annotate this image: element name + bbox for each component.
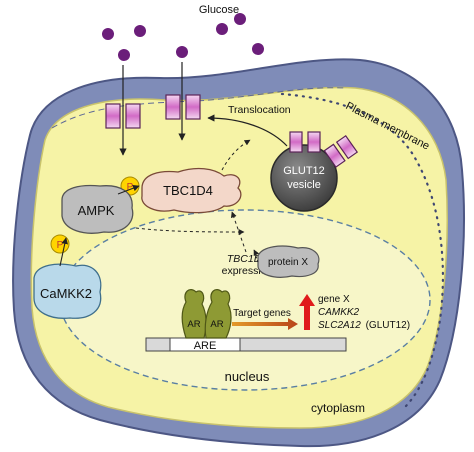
membrane-dots <box>280 92 444 412</box>
ar-label-right: AR <box>210 319 223 330</box>
expression-to-tbc1d4-arrow <box>230 211 247 253</box>
camkk2-label: CaMKK2 <box>40 286 92 301</box>
glut12-transporter-1 <box>105 103 141 129</box>
membrane-inner-dashes <box>51 87 346 129</box>
vesicle-transporters <box>289 131 359 168</box>
protein-x <box>257 245 320 278</box>
are-label: ARE <box>194 340 217 352</box>
glut12-paren-label: (GLUT12) <box>366 320 410 331</box>
translocation-arrow <box>207 114 288 147</box>
tbc1d4-protein <box>141 167 242 214</box>
tbc1d4-to-translocation-arrow <box>221 139 251 171</box>
ampk-to-nucleus-arrow <box>135 227 245 235</box>
gene-x-label: gene X <box>318 294 350 305</box>
ar-dimer <box>181 289 232 339</box>
camkk2-to-ampk-arrow <box>59 237 68 267</box>
camkk2-gene-label: CAMKK2 <box>318 307 360 318</box>
cytoplasm-label: cytoplasm <box>311 401 365 415</box>
glucose-label: Glucose <box>199 4 239 16</box>
are-element <box>169 337 241 352</box>
tbc1d4-label: TBC1D4 <box>163 183 213 198</box>
ampk-label: AMPK <box>78 203 115 218</box>
target-genes-arrow <box>232 318 298 330</box>
ampk-phospho-label: P <box>57 240 64 251</box>
glut12-vesicle-label-line1: GLUT12 <box>283 165 325 177</box>
ampk-protein <box>61 184 134 234</box>
protein-x-label: protein X <box>268 257 308 268</box>
glucose-molecules <box>102 13 264 61</box>
ar-label-left: AR <box>187 319 200 330</box>
nucleus-label: nucleus <box>225 369 270 384</box>
glut12-vesicle <box>270 144 338 212</box>
slc2a12-gene-line: SLC2A12 (GLUT12) <box>318 320 410 331</box>
translocation-label: Translocation <box>228 104 291 116</box>
glut12-vesicle-label-line2: vesicle <box>287 179 321 191</box>
nucleus <box>59 209 431 391</box>
protein-x-to-expression-arrow <box>253 249 260 263</box>
target-genes-label: Target genes <box>233 308 291 319</box>
slc2a12-gene-label: SLC2A12 <box>318 320 361 331</box>
gene-x-text: gene X <box>318 294 350 305</box>
camkk2-protein <box>33 263 102 319</box>
glut12-transporter-2 <box>165 94 201 120</box>
tbc1d4-phospho-label: P <box>127 182 134 193</box>
ampk-to-tbc1d4-arrow <box>117 185 140 195</box>
upregulation-arrow <box>299 294 315 330</box>
